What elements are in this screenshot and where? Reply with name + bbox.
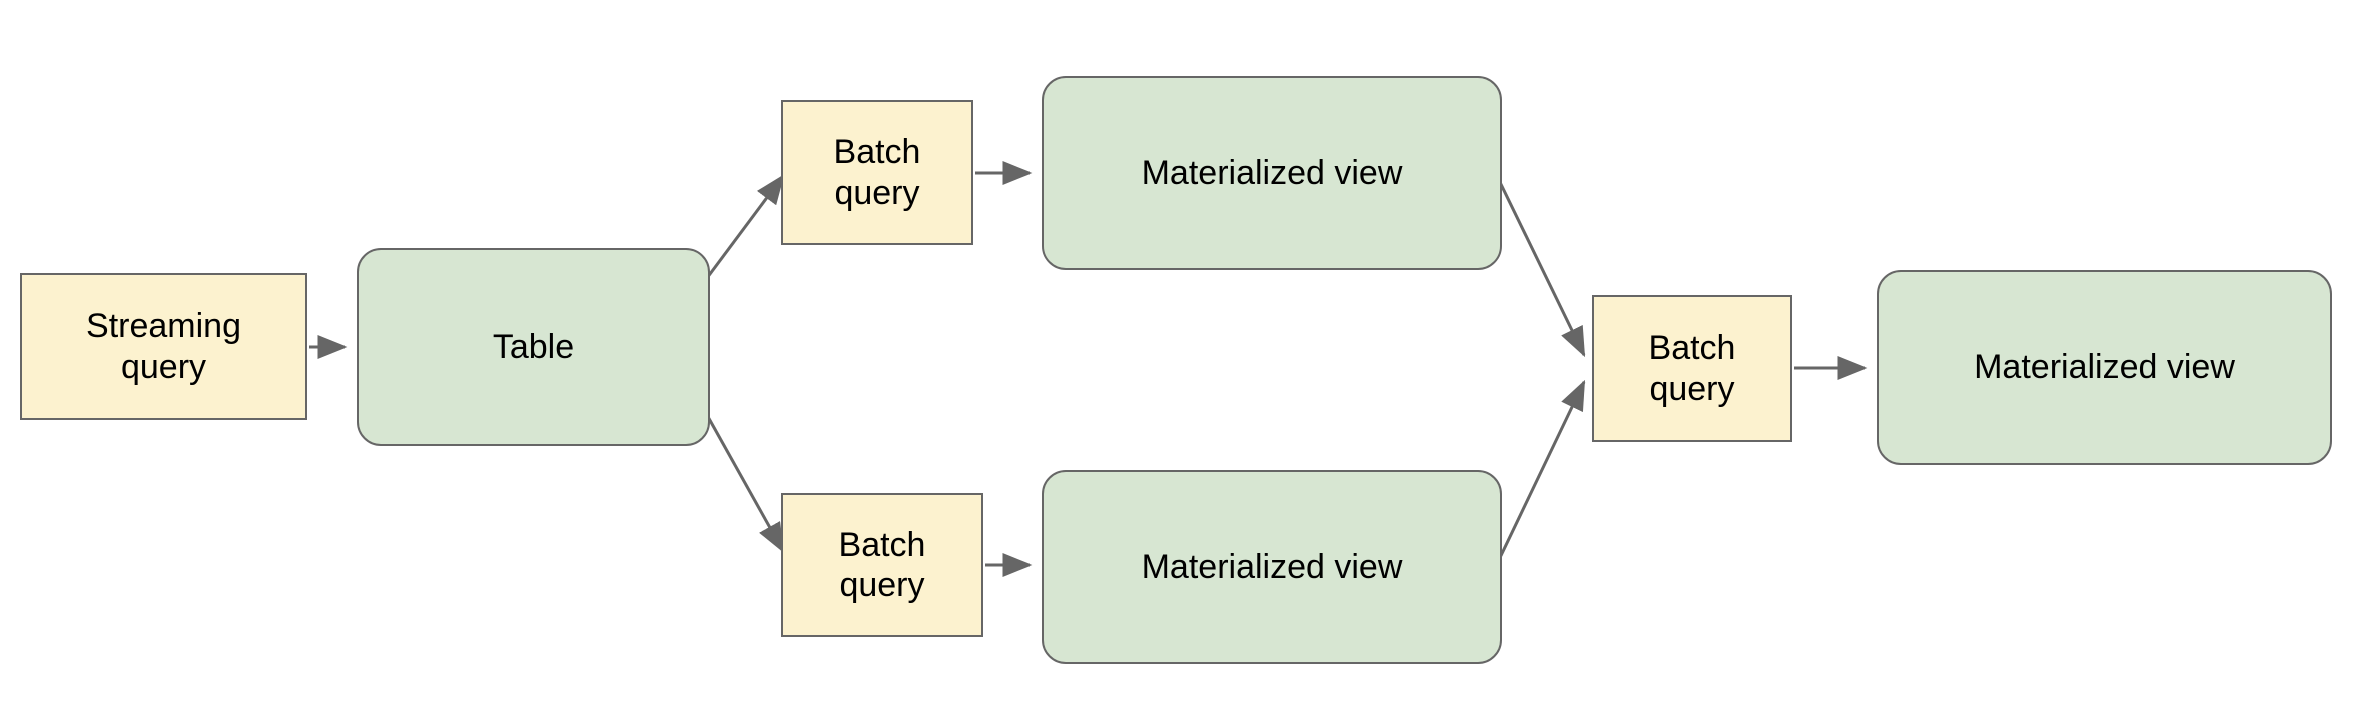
node-batch-query-center[interactable]: Batch query: [1592, 295, 1792, 442]
node-batch-query-top[interactable]: Batch query: [781, 100, 973, 245]
node-batch-query-top-label: Batch query: [833, 133, 921, 212]
node-table-label: Table: [492, 327, 575, 366]
node-batch-query-bottom[interactable]: Batch query: [781, 493, 983, 637]
edge-materialized-view-bottom-to-batch-query-center: [1494, 379, 1586, 567]
node-materialized-view-top[interactable]: Materialized view: [1042, 76, 1502, 270]
edge-materialized-view-top-to-batch-query-center: [1494, 173, 1586, 358]
node-table[interactable]: Table: [357, 248, 710, 446]
edge-table-to-batch-query-bottom: [705, 414, 785, 554]
node-streaming-query-label: Streaming query: [86, 307, 241, 386]
node-streaming-query[interactable]: Streaming query: [20, 273, 307, 420]
edge-table-to-batch-query-top: [705, 174, 785, 279]
node-materialized-view-right-label: Materialized view: [1974, 348, 2235, 387]
node-materialized-view-right[interactable]: Materialized view: [1877, 270, 2332, 465]
node-materialized-view-top-label: Materialized view: [1141, 153, 1403, 192]
node-materialized-view-bottom-label: Materialized view: [1141, 547, 1403, 586]
node-materialized-view-bottom[interactable]: Materialized view: [1042, 470, 1502, 664]
node-batch-query-bottom-label: Batch query: [838, 525, 926, 604]
node-batch-query-center-label: Batch query: [1648, 329, 1736, 408]
